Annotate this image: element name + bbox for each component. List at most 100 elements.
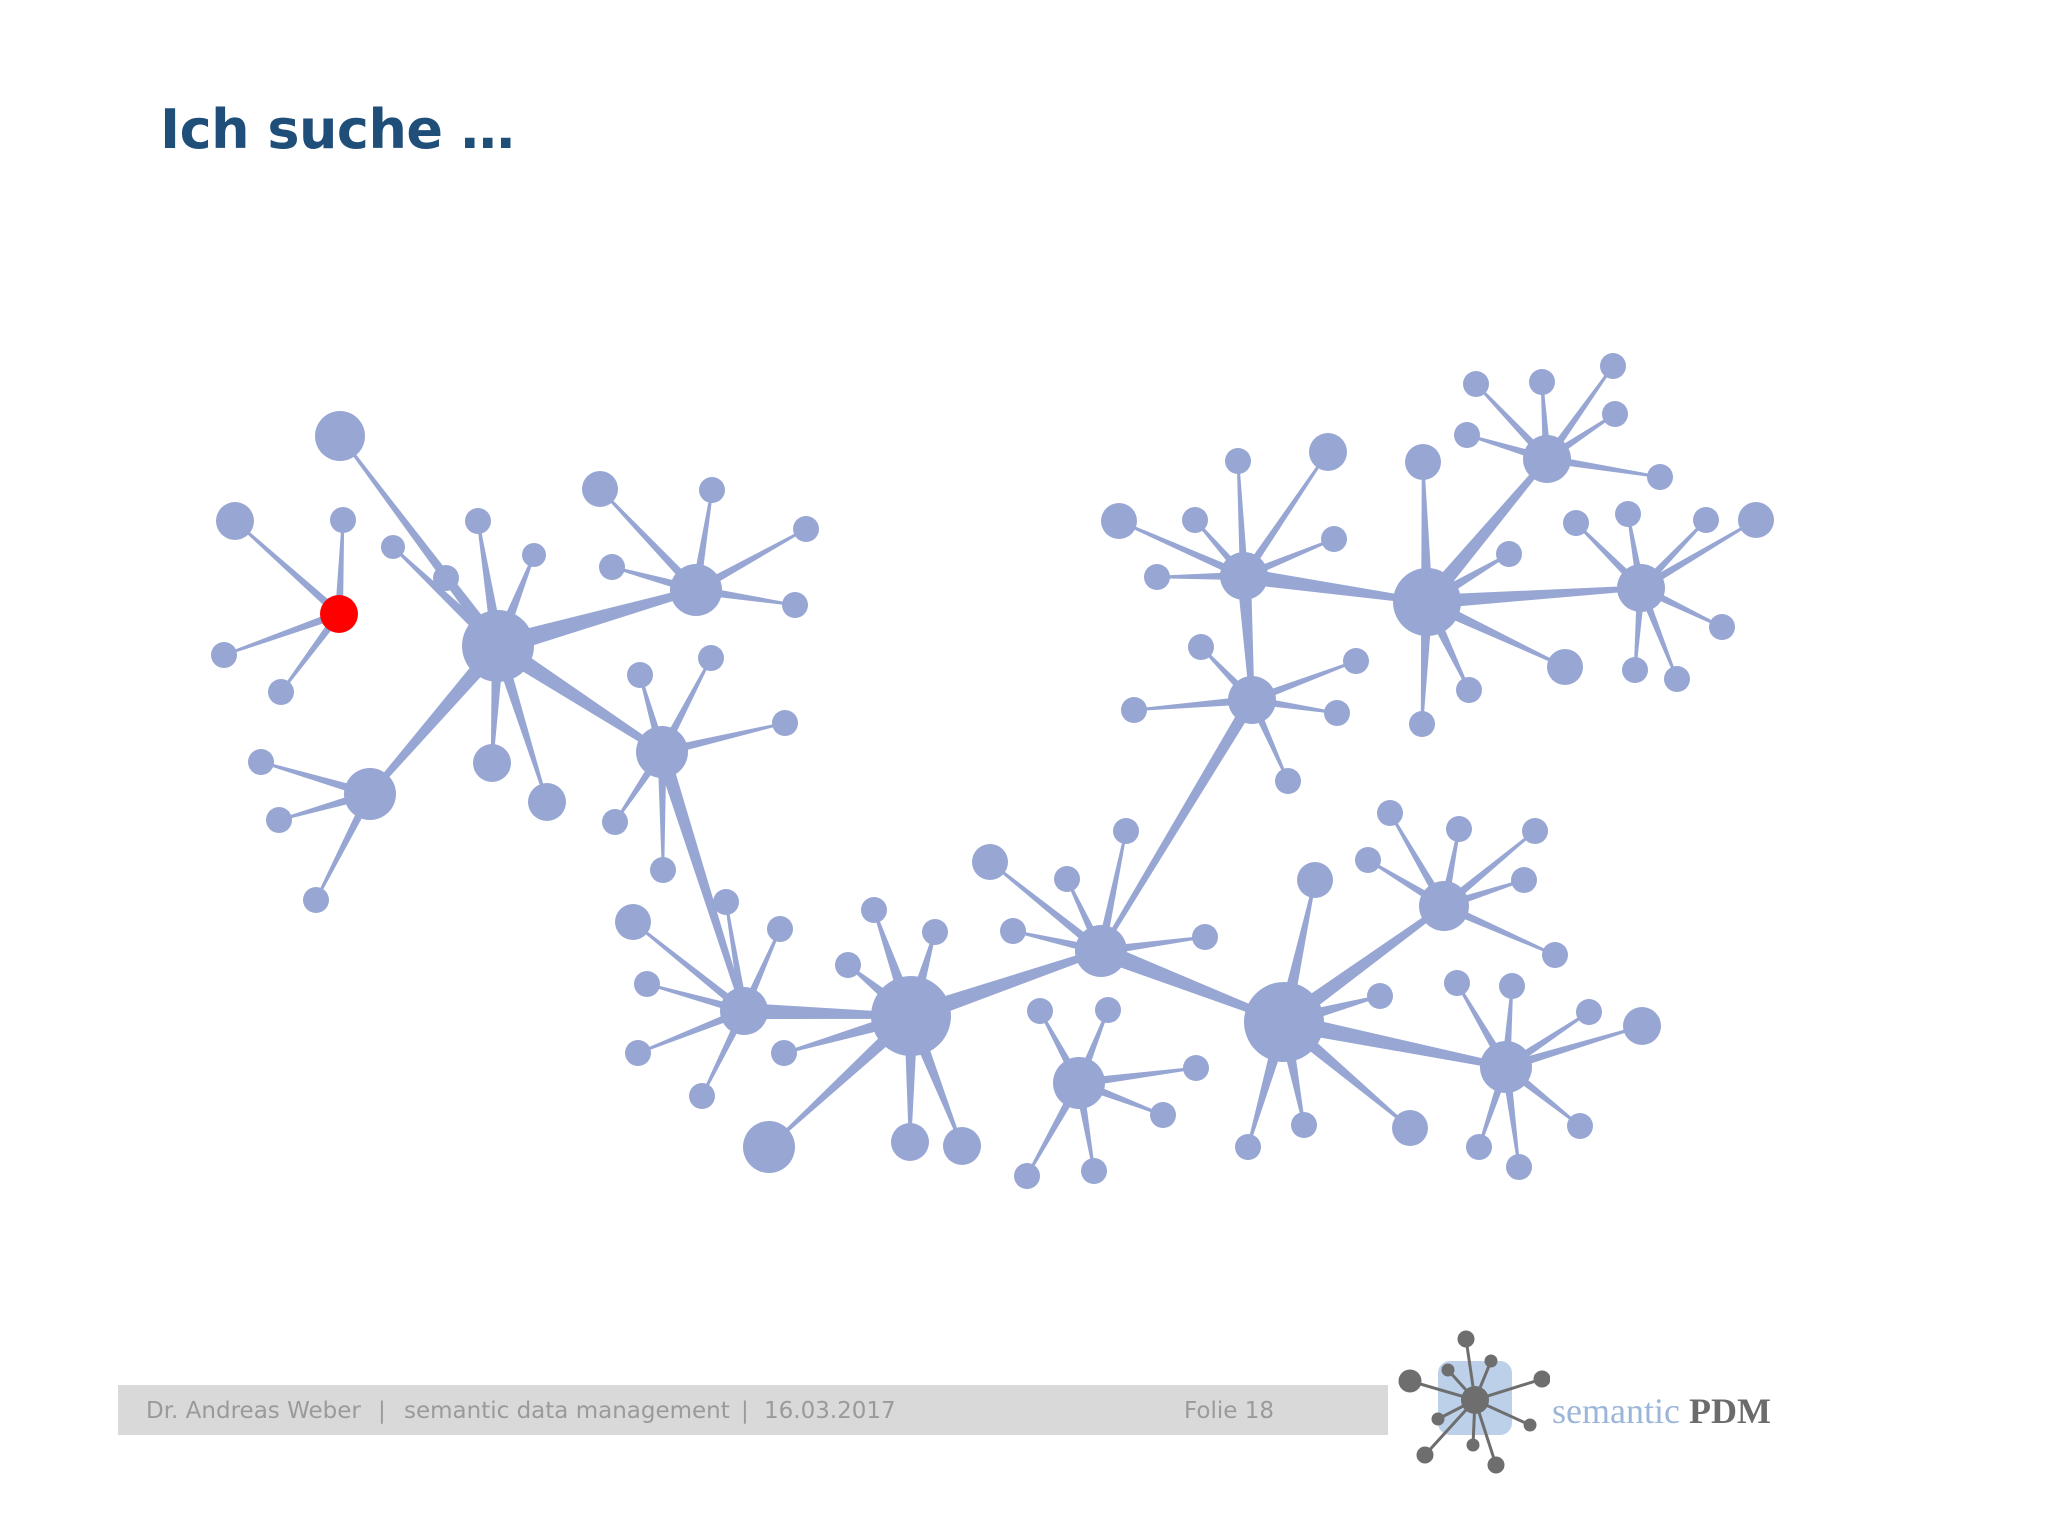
spoke-edge (1096, 830, 1128, 952)
hub-node (344, 768, 396, 820)
spoke-edge (1442, 902, 1556, 957)
leaf-node (650, 857, 676, 883)
leaf-node (330, 507, 356, 533)
hub-node (1244, 982, 1324, 1062)
leaf-node (1547, 649, 1583, 685)
spoke-edge (693, 527, 807, 594)
hub-link-edge (908, 948, 1103, 1025)
hub-link-edge (1279, 903, 1446, 1029)
leaf-node (1496, 541, 1522, 567)
highlighted-node (320, 595, 358, 633)
spoke-edge (1421, 461, 1433, 603)
hub-link-edge (1242, 568, 1428, 605)
leaf-node (1456, 677, 1482, 703)
leaf-node (1466, 1134, 1492, 1160)
spoke-edge (314, 791, 374, 901)
hub-node (1480, 1041, 1532, 1093)
leaf-node (1463, 371, 1489, 397)
hub-node (1617, 564, 1665, 612)
leaf-node (473, 744, 511, 782)
spoke-edge (989, 861, 1104, 955)
spoke-edge (657, 751, 667, 871)
leaf-node (602, 809, 628, 835)
leaf-node (1309, 433, 1347, 471)
hub-node (1220, 552, 1268, 600)
hub-link-edge (367, 640, 505, 796)
spoke-edge (637, 1007, 746, 1055)
leaf-node (1664, 666, 1690, 692)
spoke-edge (660, 721, 786, 757)
leaf-node (699, 477, 725, 503)
leaf-node (1392, 1110, 1428, 1146)
leaf-node (713, 889, 739, 915)
spoke-edge (260, 760, 372, 799)
leaf-node (1297, 862, 1333, 898)
leaf-node (582, 471, 618, 507)
spoke-edge (599, 488, 700, 594)
hub-node (1228, 676, 1276, 724)
logo-word-semantic: semantic (1552, 1391, 1680, 1431)
spoke-edge (335, 519, 345, 615)
leaf-node (1499, 973, 1525, 999)
leaf-node (1225, 448, 1251, 474)
spoke-edge (492, 644, 549, 803)
semantic-pdm-logo-icon (1398, 1330, 1550, 1474)
leaf-node (772, 710, 798, 736)
spoke-edge (1118, 519, 1246, 580)
leaf-node (698, 645, 724, 671)
spoke-edge (339, 435, 503, 650)
spoke-edge (1546, 454, 1661, 479)
hub-link-edge (495, 586, 697, 656)
footer-date: 16.03.2017 (764, 1398, 896, 1424)
leaf-node (1027, 998, 1053, 1024)
leaf-node (1622, 657, 1648, 683)
leaf-node (1054, 866, 1080, 892)
leaf-node (1511, 867, 1537, 893)
leaf-node (433, 565, 459, 591)
hub-node (1393, 568, 1461, 636)
leaf-node (625, 1040, 651, 1066)
leaf-node (1446, 816, 1472, 842)
hub-node (1523, 435, 1571, 483)
leaf-node (1506, 1154, 1532, 1180)
leaf-node (793, 516, 819, 542)
hub-link-edge (1420, 457, 1550, 608)
leaf-node (528, 783, 566, 821)
leaf-node (1377, 800, 1403, 826)
logo-word-pdm: PDM (1688, 1391, 1771, 1431)
leaf-node (1113, 818, 1139, 844)
leaf-node (861, 897, 887, 923)
spoke-edge (1133, 695, 1253, 712)
leaf-node (268, 679, 294, 705)
leaf-node (599, 554, 625, 580)
spoke-edge (1236, 460, 1249, 577)
slide-title: Ich suche … (160, 98, 515, 161)
hub-link-edge (1282, 1013, 1507, 1071)
leaf-node (1291, 1112, 1317, 1138)
graph-edges (223, 365, 1757, 1177)
leaf-node (248, 749, 274, 775)
hub-node (871, 976, 951, 1056)
leaf-node (1192, 924, 1218, 950)
hub-node (1075, 925, 1127, 977)
leaf-node (922, 919, 948, 945)
leaf-node (1235, 1134, 1261, 1160)
leaf-node (1563, 510, 1589, 536)
hub-node (670, 564, 722, 616)
leaf-node (266, 807, 292, 833)
spoke-edge (223, 610, 341, 657)
leaf-node (1600, 353, 1626, 379)
leaf-node (1275, 768, 1301, 794)
leaf-node (1576, 999, 1602, 1025)
leaf-node (1409, 711, 1435, 737)
leaf-node (743, 1121, 795, 1173)
leaf-node (771, 1040, 797, 1066)
leaf-node (303, 887, 329, 913)
logo-wordmark: semantic PDM (1552, 1390, 1771, 1432)
leaf-node (1081, 1158, 1107, 1184)
leaf-node (689, 1083, 715, 1109)
leaf-node (1602, 401, 1628, 427)
spoke-edge (1240, 451, 1329, 579)
leaf-node (615, 904, 651, 940)
spoke-edge (1504, 1024, 1643, 1072)
